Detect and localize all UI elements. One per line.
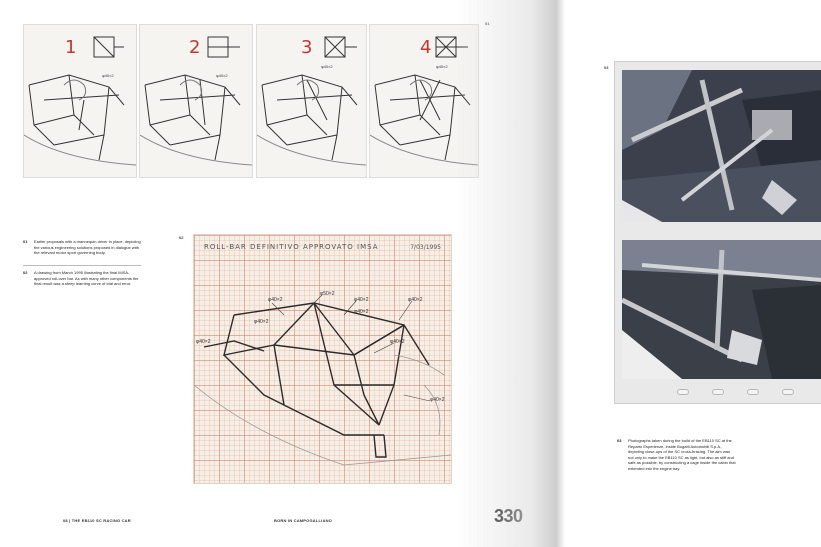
footer-book-title: BORN IN CAMPOGALLIANO bbox=[274, 518, 332, 523]
sketch-panel-4: 4 φ40×2 bbox=[369, 24, 479, 178]
drawing-title: ROLL-BAR DEFINITIVO APPROVATO IMSA bbox=[204, 243, 379, 251]
caption-text: A drawing from March 1995 illustrating t… bbox=[34, 270, 139, 287]
sleeve-punch-hole bbox=[677, 389, 689, 395]
drawing-annotation: φ40×2 bbox=[354, 297, 369, 303]
sketch-panel-2: 2 φ40×2 bbox=[139, 24, 253, 178]
drawing-annotation: φ40×2 bbox=[196, 339, 211, 345]
sketch-number: 4 bbox=[420, 37, 432, 58]
sketch-annotation: φ40×2 bbox=[436, 64, 448, 69]
sleeve-punch-hole bbox=[782, 389, 794, 395]
sketch-panel-1: 1 φ40×2 bbox=[23, 24, 137, 178]
drawing-annotation: φ40×2 bbox=[268, 297, 283, 303]
sketch-number: 3 bbox=[301, 37, 313, 58]
drawing-annotation: φ40×2 bbox=[430, 397, 445, 403]
sleeve-punch-hole bbox=[712, 389, 724, 395]
sketch-panel-3: 3 φ40×2 bbox=[256, 24, 367, 178]
drawing-annotation: φ40×2 bbox=[408, 297, 423, 303]
figure-label-sketches: 01 bbox=[485, 21, 490, 26]
photo-sleeve bbox=[614, 61, 821, 404]
page-number: 330 bbox=[494, 506, 523, 526]
caption-drawing: 02 A drawing from March 1995 illustratin… bbox=[23, 270, 141, 300]
caption-text: Earlier proposals with a mannequin drive… bbox=[34, 239, 141, 256]
photo-top bbox=[622, 70, 821, 222]
photo-bottom bbox=[622, 240, 821, 379]
rollbar-technical-drawing bbox=[194, 294, 451, 466]
photo-cabin-crossbrace-1 bbox=[622, 70, 821, 222]
drawing-annotation: φ40×2 bbox=[254, 319, 269, 325]
drawing-annotation: φ50×2 bbox=[320, 291, 335, 297]
figure-label-photos: 03 bbox=[604, 65, 609, 70]
sketch-annotation: φ40×2 bbox=[216, 73, 228, 78]
footer-section-title: 08 | THE EB110 SC RACING CAR bbox=[63, 518, 131, 523]
caption-number: 03 bbox=[617, 438, 622, 443]
photo-cabin-crossbrace-2 bbox=[622, 240, 821, 379]
caption-text: Photographs taken during the build of th… bbox=[628, 438, 736, 471]
rollbar-sketch-3 bbox=[257, 36, 366, 166]
drawing-annotation: φ40×2 bbox=[354, 309, 369, 315]
sketch-annotation: φ40×2 bbox=[321, 64, 333, 69]
graph-paper-drawing: ROLL-BAR DEFINITIVO APPROVATO IMSA 7/03/… bbox=[193, 234, 452, 484]
drawing-annotation: φ40×2 bbox=[390, 339, 405, 345]
figure-label-drawing: 02 bbox=[179, 235, 184, 240]
rollbar-sketch-2 bbox=[140, 36, 252, 166]
sleeve-punch-hole bbox=[747, 389, 759, 395]
sketch-annotation: φ40×2 bbox=[102, 73, 114, 78]
caption-number: 01 bbox=[23, 239, 28, 244]
caption-divider bbox=[23, 265, 141, 266]
sketch-number: 1 bbox=[65, 37, 77, 58]
caption-sketches: 01 Earlier proposals with a mannequin dr… bbox=[23, 239, 141, 269]
caption-number: 02 bbox=[23, 270, 28, 275]
sketch-number: 2 bbox=[189, 37, 201, 58]
rollbar-sketch-1 bbox=[24, 36, 136, 166]
drawing-date: 7/03/1995 bbox=[410, 244, 441, 251]
caption-photos: 03 Photographs taken during the build of… bbox=[617, 438, 737, 488]
